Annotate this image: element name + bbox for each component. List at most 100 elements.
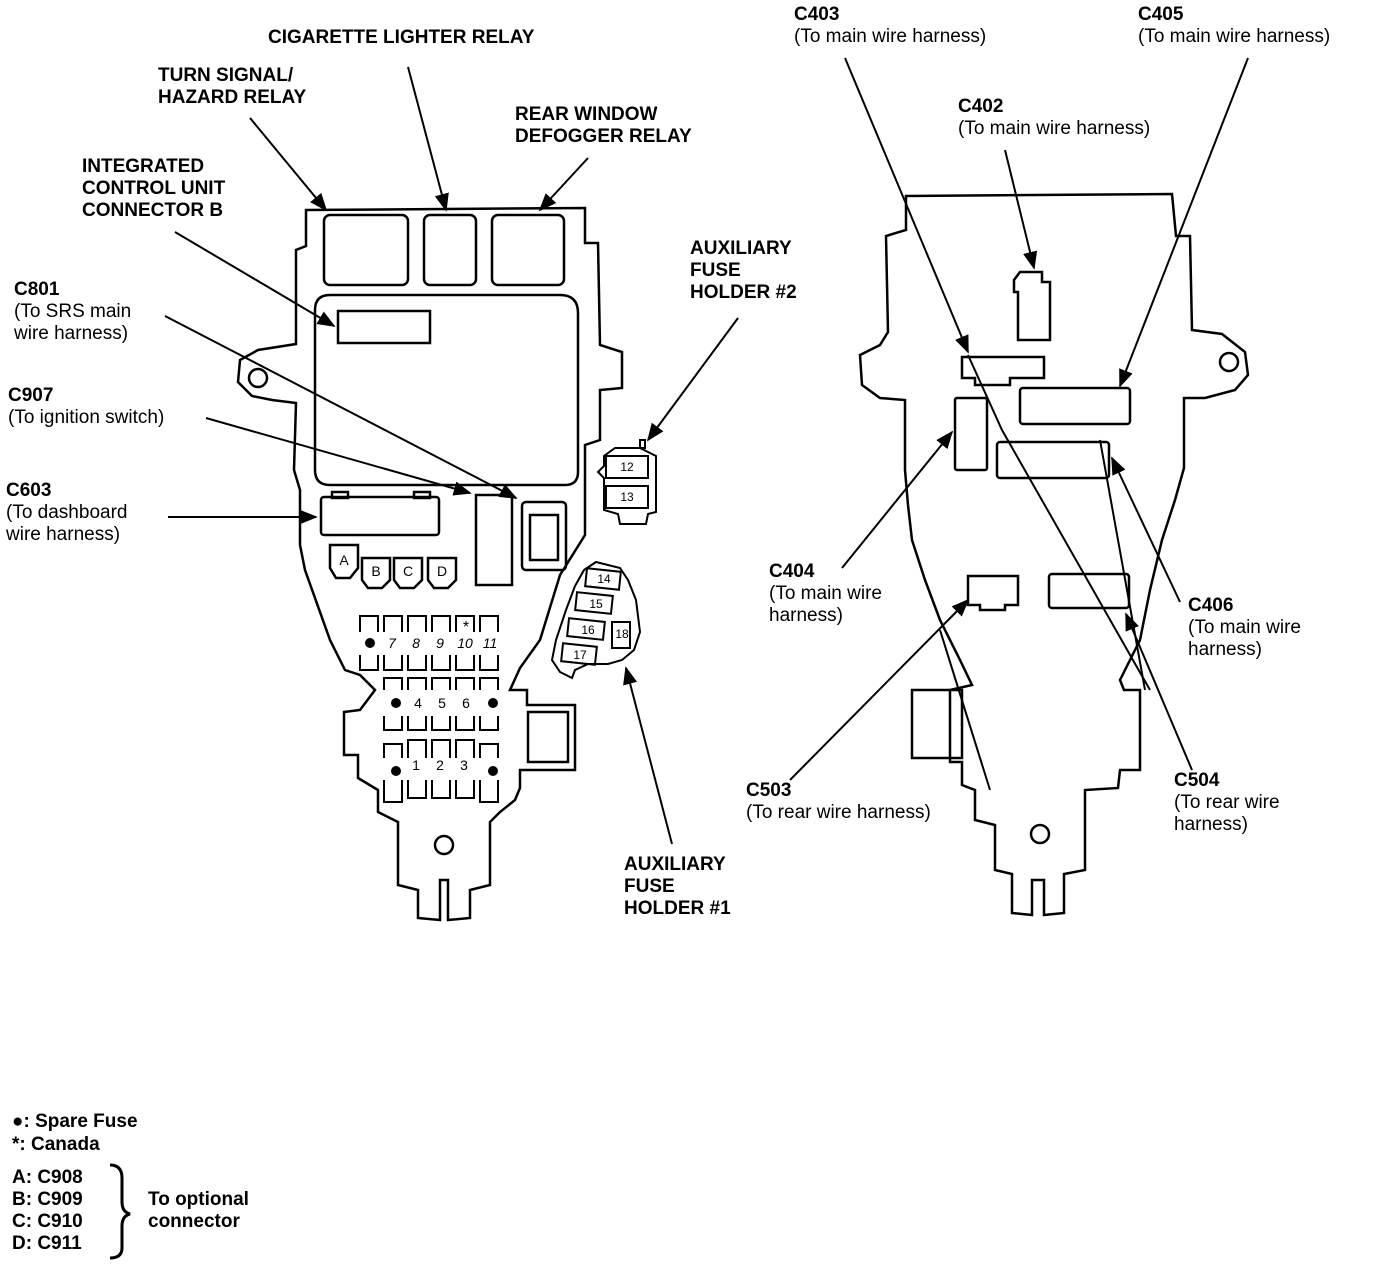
c504-desc-2: harness): [1174, 814, 1248, 835]
cigarette-lighter-relay-label: CIGARETTE LIGHTER RELAY: [268, 27, 535, 48]
c504-code: C504: [1174, 770, 1220, 791]
c907-label: C907 (To ignition switch): [8, 385, 164, 429]
fuse-8: 8: [412, 635, 420, 651]
c403-desc-1: (To main wire harness): [794, 26, 987, 47]
fuse-14: 14: [597, 572, 611, 586]
legend-note-2: connector: [148, 1211, 240, 1232]
c504-label: C504 (To rear wire harness): [1174, 770, 1280, 836]
c504-desc-1: (To rear wire: [1174, 792, 1280, 813]
aux1-line-3: HOLDER #1: [624, 898, 731, 919]
aux-fuse-holder-2: [596, 439, 657, 525]
c503-desc-1: (To rear wire harness): [746, 802, 931, 823]
fuse-1: 1: [412, 757, 420, 773]
optional-connector-a: [328, 543, 360, 580]
icu-connector-label: INTEGRATED CONTROL UNIT CONNECTOR B: [82, 156, 225, 222]
c406-code: C406: [1188, 595, 1234, 616]
c405-code: C405: [1138, 4, 1184, 25]
c603-desc-2: wire harness): [6, 524, 121, 545]
turn-signal-relay-label: TURN SIGNAL/ HAZARD RELAY: [158, 65, 306, 109]
legend-item-c: C: C910: [12, 1211, 83, 1232]
c403-code: C403: [794, 4, 840, 25]
c406-desc-2: harness): [1188, 639, 1262, 660]
c801-desc-1: (To SRS main: [14, 301, 132, 322]
rear-window-line-2: DEFOGGER RELAY: [515, 126, 692, 147]
optional-connector-d: [426, 556, 458, 590]
c402-code: C402: [958, 96, 1004, 117]
fuse-11: 11: [483, 635, 498, 651]
c404-label: C404 (To main wire harness): [769, 561, 882, 627]
c503-code: C503: [746, 780, 792, 801]
legend-note-1: To optional: [148, 1189, 249, 1210]
fuse-17: 17: [573, 648, 587, 662]
optional-c-label: C: [403, 563, 413, 579]
rear-fuse-box: [858, 192, 1250, 917]
c504-connector: [1047, 572, 1131, 610]
aux1-line-2: FUSE: [624, 876, 675, 897]
c801-desc-2: wire harness): [14, 323, 129, 344]
rear-mounting-hole: [1218, 351, 1240, 373]
rear-side-connector: [910, 688, 964, 760]
fuse-15: 15: [589, 597, 603, 611]
icu-line-2: CONTROL UNIT: [82, 178, 226, 199]
legend-brace: [109, 1163, 131, 1260]
c404-desc-2: harness): [769, 605, 843, 626]
fuse-3: 3: [460, 757, 468, 773]
c603-desc-1: (To dashboard: [6, 502, 128, 523]
spare-fuse-dots: [365, 638, 498, 776]
aux1-line-1: AUXILIARY: [624, 854, 726, 875]
rear-defogger-relay-cavity: [490, 213, 566, 287]
optional-d-label: D: [437, 563, 447, 579]
c603-code: C603: [6, 480, 52, 501]
c402-label: C402 (To main wire harness): [958, 96, 1150, 140]
turn-signal-relay-cavity: [322, 213, 410, 287]
fuse-10: 10: [457, 635, 473, 651]
fuse-5: 5: [438, 695, 446, 711]
c406-connector: [995, 440, 1111, 480]
fuse-12: 12: [620, 460, 634, 474]
leader-lines: [164, 57, 1249, 845]
aux2-line-1: AUXILIARY: [690, 238, 792, 259]
fuse-18: 18: [615, 627, 629, 641]
c404-code: C404: [769, 561, 815, 582]
c907-connector: [474, 493, 514, 587]
fuse-9: 9: [436, 635, 444, 651]
c404-connector: [953, 396, 989, 472]
optional-b-label: B: [371, 563, 380, 579]
c403-label: C403 (To main wire harness): [794, 4, 986, 48]
icu-area: [313, 293, 580, 487]
side-connector-slot: [526, 710, 570, 764]
rear-housing-outline: [858, 192, 1250, 917]
optional-connector-b: [360, 556, 392, 590]
rear-window-line-1: REAR WINDOW: [515, 104, 658, 125]
aux2-line-2: FUSE: [690, 260, 741, 281]
legend-item-b: B: C909: [12, 1189, 83, 1210]
c405-desc-1: (To main wire harness): [1138, 26, 1331, 47]
rear-lower-hole: [1029, 823, 1051, 845]
c603-label: C603 (To dashboard wire harness): [6, 480, 127, 546]
c801-connector: [520, 500, 568, 572]
aux-fuse-holder-1: [550, 560, 642, 680]
c801-code: C801: [14, 279, 60, 300]
icu-line-1: INTEGRATED: [82, 156, 205, 177]
fuse-row-3: [383, 739, 499, 803]
fuse-row-2: [383, 677, 499, 731]
lower-mounting-hole: [433, 834, 455, 856]
cigarette-relay-cavity: [422, 213, 478, 287]
fuse-16: 16: [581, 623, 595, 637]
c405-connector: [1018, 386, 1132, 426]
fuse-number-labels: 7 8 9 10 11 *: [388, 619, 497, 651]
legend-spare-fuse: ●: Spare Fuse: [12, 1111, 138, 1132]
fuse-row-1: [359, 615, 499, 671]
optional-connector-c: [392, 556, 424, 590]
front-housing-outline: [236, 206, 624, 922]
icu-connector-b: [336, 309, 432, 345]
c402-desc-1: (To main wire harness): [958, 118, 1151, 139]
c402-connector: [1012, 270, 1052, 342]
front-mounting-hole: [247, 367, 269, 389]
legend-item-d: D: C911: [12, 1233, 82, 1254]
fuse-2: 2: [436, 757, 444, 773]
c503-connector: [966, 574, 1020, 612]
legend-canada: *: Canada: [12, 1134, 100, 1155]
fuse-7: 7: [388, 635, 397, 651]
